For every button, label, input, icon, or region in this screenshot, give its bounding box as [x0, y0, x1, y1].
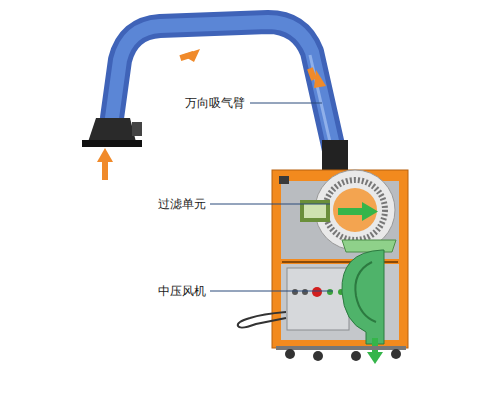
- part-label: 万向吸气臂: [184, 96, 246, 110]
- part-label: 中压风机: [157, 284, 207, 298]
- part-label: 过滤单元: [157, 197, 207, 211]
